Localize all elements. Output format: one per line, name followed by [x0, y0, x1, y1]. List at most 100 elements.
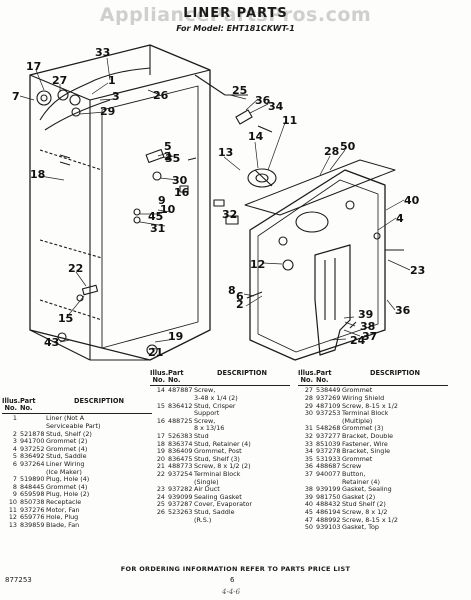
part-no-cell: 488432 — [316, 500, 341, 509]
description-cell: Cover, Evaporator — [194, 500, 253, 509]
illus-no-cell: 40 — [304, 500, 313, 509]
part-no-cell: 523263 — [168, 507, 193, 516]
description-cell: Fastener, Wire — [342, 439, 388, 448]
part-no-cell: 836475 — [168, 454, 193, 463]
illus-no-cell: 6 — [12, 459, 17, 468]
description-cell: Liner Wiring — [46, 459, 85, 468]
description-cell: Hole, Plug — [46, 513, 79, 522]
part-no-cell: 659598 — [20, 490, 45, 499]
description-cell: Blade, Fan — [46, 520, 80, 529]
callout-2-lower: 2 — [236, 298, 244, 311]
description-cell: Screw, — [194, 386, 216, 395]
air-duct — [314, 244, 351, 356]
description-cell: Stud, Crisper — [194, 401, 236, 410]
callout-21: 21 — [148, 346, 163, 359]
callout-7: 7 — [12, 90, 20, 103]
description-cell: Grommet (4) — [46, 482, 88, 491]
part-no-cell: 836412 — [168, 401, 193, 410]
description-cell: Grommet, Post — [194, 447, 242, 456]
table-row: Retainer (4) — [298, 478, 448, 487]
part-no-cell: 937269 — [316, 394, 341, 402]
grommets — [57, 171, 381, 356]
callout-12: 12 — [250, 258, 265, 271]
description-cell: Screw — [342, 462, 362, 471]
illus-no-cell: 34 — [304, 447, 313, 456]
callout-24: 24 — [350, 334, 366, 347]
callout-4: 4 — [396, 212, 404, 225]
callout-36-right: 36 — [395, 304, 411, 317]
table-row: (R.S.) — [150, 516, 290, 525]
description-cell: Screw, 8-15 x 1/2 — [342, 515, 398, 524]
description-cell: Grommet (3) — [342, 424, 384, 433]
description-cell: Gasket (2) — [342, 492, 376, 501]
illus-no-cell — [2, 469, 20, 477]
description-cell: Screw, 8 x 1/2 (2) — [194, 462, 251, 471]
part-no-cell: 941700 — [20, 437, 45, 446]
part-no-cell: 488687 — [316, 462, 341, 471]
description-cell: Plug, Hole (2) — [46, 490, 90, 499]
illus-no-cell: 5 — [12, 452, 17, 461]
table-row: (Single) — [150, 477, 290, 487]
description-cell: Screw, 8-15 x 1/2 — [342, 401, 398, 410]
description-cell: (Single) — [194, 477, 219, 486]
illus-no-cell: 38 — [304, 485, 313, 494]
callout-38: 38 — [360, 320, 375, 333]
illus-no-cell: 31 — [304, 424, 313, 433]
callout-16: 16 — [174, 186, 190, 199]
callout-2: 2 — [164, 150, 172, 163]
illus-no-cell: 14 — [156, 386, 165, 395]
description-cell: Terminal Block — [342, 409, 389, 418]
illus-no-cell: 24 — [156, 492, 165, 501]
callout-14: 14 — [248, 130, 264, 143]
illus-no-cell: 35 — [304, 454, 313, 463]
illus-no-cell: 29 — [304, 401, 313, 410]
part-no-cell: 848445 — [20, 482, 45, 491]
document-code: 877253 — [5, 576, 32, 584]
illus-no-cell: 12 — [8, 513, 17, 522]
part-no-cell: 836409 — [168, 447, 193, 456]
description-cell: Bracket, Double — [342, 431, 394, 440]
callout-19: 19 — [168, 330, 183, 343]
description-cell: Grommet (4) — [46, 444, 88, 453]
liner-cabinet — [29, 44, 211, 361]
ordering-info-footer: FOR ORDERING INFORMATION REFER TO PARTS … — [120, 565, 351, 573]
part-no-cell: 538449 — [316, 386, 341, 395]
part-no-cell: 519890 — [20, 475, 45, 484]
description-cell: Stud, Saddle — [46, 452, 87, 461]
callout-37: 37 — [362, 330, 377, 343]
illus-no-cell: 11 — [8, 505, 17, 514]
top-gasket — [244, 159, 396, 216]
part-no-cell: 488992 — [316, 515, 341, 524]
callout-31: 31 — [150, 222, 165, 235]
illus-no-cell: 45 — [304, 507, 313, 516]
callout-33: 33 — [95, 46, 110, 59]
illus-no-cell: 13 — [8, 520, 17, 529]
part-no-cell: 659776 — [20, 513, 45, 522]
description-cell: Motor, Fan — [46, 505, 80, 514]
callout-32: 32 — [222, 208, 237, 221]
description-cell: Terminal Block — [194, 469, 241, 478]
table-row: (Ice Maker) — [2, 468, 152, 477]
callout-36-top: 36 — [255, 94, 271, 107]
description-cell: Wiring Shield — [342, 394, 385, 402]
part-no-cell: 839859 — [20, 520, 45, 529]
part-no-cell: 937254 — [168, 469, 193, 478]
